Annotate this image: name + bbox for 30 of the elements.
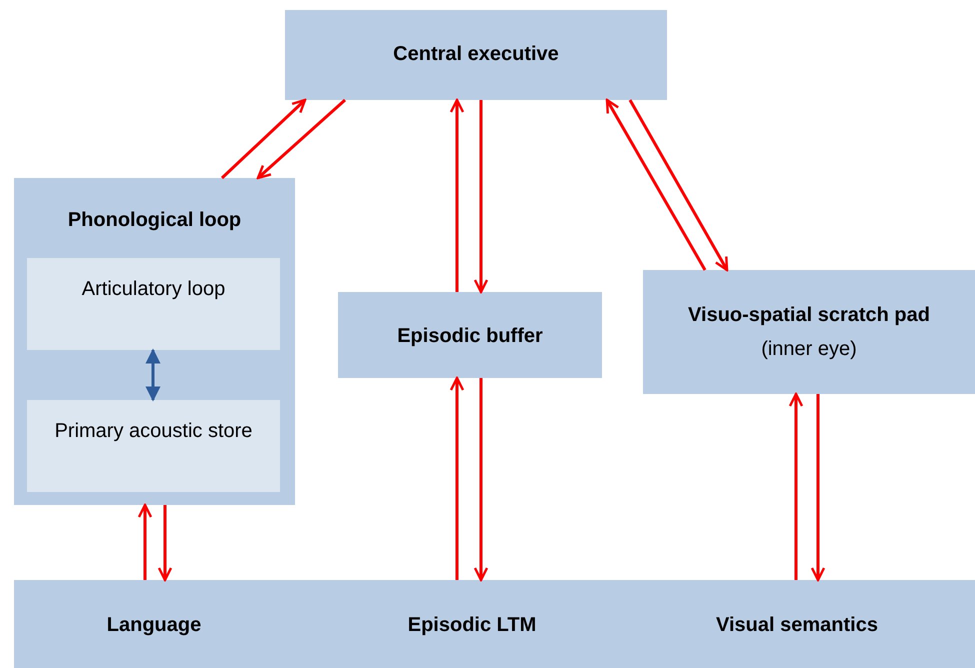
arrow <box>450 98 464 292</box>
node-text: Articulatory loop <box>80 277 226 302</box>
node-text: (inner eye) <box>760 337 858 362</box>
arrow <box>628 99 728 272</box>
node-heading: Visuo-spatial scratch pad <box>687 303 931 328</box>
buffer-box <box>338 292 602 378</box>
arrow <box>810 394 826 582</box>
node-text: Primary acoustic store <box>54 419 254 444</box>
arrow <box>474 100 488 294</box>
node-heading: Language <box>106 613 202 638</box>
arrow <box>158 505 172 582</box>
subsystem-box <box>27 258 280 350</box>
arrow <box>220 98 306 180</box>
executive-box <box>285 10 667 100</box>
loop-panel <box>14 178 295 505</box>
node-heading: Central executive <box>392 42 560 67</box>
arrow <box>606 98 706 271</box>
subsystem-box <box>27 400 280 492</box>
node-heading: Episodic buffer <box>396 324 544 349</box>
node-heading: Phonological loop <box>66 208 242 233</box>
arrow <box>146 348 160 402</box>
node-heading: Visual semantics <box>715 613 879 638</box>
arrow <box>256 98 346 180</box>
scratch-pad-box <box>643 270 975 394</box>
arrow <box>450 376 464 580</box>
arrow <box>138 504 152 580</box>
node-heading: Episodic LTM <box>406 613 538 638</box>
arrow <box>788 392 804 580</box>
arrow <box>474 378 488 582</box>
memory-band <box>14 580 975 668</box>
